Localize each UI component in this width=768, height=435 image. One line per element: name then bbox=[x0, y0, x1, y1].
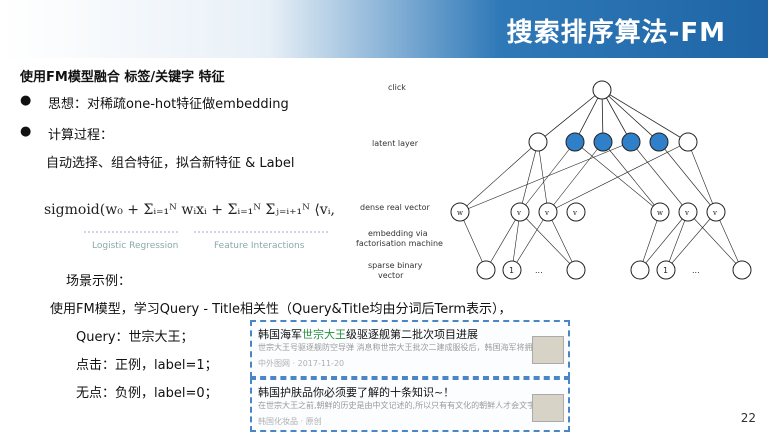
bullet-dot: ● bbox=[20, 124, 32, 139]
latent-node bbox=[565, 132, 585, 152]
label-embedding-2: factorisation machine bbox=[356, 239, 443, 248]
dense-label: v bbox=[572, 209, 577, 217]
latent-node bbox=[528, 132, 548, 152]
dense-label: v bbox=[516, 209, 521, 217]
page-number: 22 bbox=[740, 411, 756, 425]
fnn-diagram: click latent layer dense real vector emb… bbox=[356, 80, 752, 280]
example-click: 点击：正例，label=1； bbox=[76, 358, 218, 373]
dense-label: v bbox=[712, 209, 717, 217]
scenario-description: 使用FM模型，学习Query - Title相关性（Query&Title均由分… bbox=[50, 302, 512, 317]
label-sparse-2: vector bbox=[378, 271, 404, 280]
latent-node bbox=[678, 132, 698, 152]
scenario-label: 场景示例： bbox=[66, 274, 132, 289]
dense-label: v bbox=[544, 209, 549, 217]
dense-label: w bbox=[657, 209, 663, 217]
label-latent: latent layer bbox=[372, 139, 419, 148]
result-meta: 中外图网 · 2017-11-20 bbox=[258, 359, 345, 368]
bullet-dot: ● bbox=[20, 93, 32, 108]
result-title[interactable]: 韩国护肤品你必须要了解的十条知识~！ bbox=[258, 386, 455, 399]
sparse-nodes: 1 ... 1 ... bbox=[476, 260, 752, 280]
search-result-card[interactable]: 韩国护肤品你必须要了解的十条知识~！ 在世宗大王之前,朝鲜的历史是由中文记述的,… bbox=[250, 378, 570, 432]
latent-node bbox=[621, 132, 641, 152]
formula-expression: sigmoid(w₀ + Σᵢ₌₁ᴺ wᵢxᵢ + Σᵢ₌₁ᴺ Σⱼ₌ᵢ₊₁ᴺ … bbox=[44, 202, 334, 218]
result-snippet: 在世宗大王之前,朝鲜的历史是由中文记述的,所以只有有文化的朝鲜人才会文字... bbox=[258, 401, 543, 410]
bullet-text: 计算过程： bbox=[48, 128, 114, 143]
header-band bbox=[0, 0, 768, 58]
slide-title: 搜索排序算法-FM bbox=[506, 18, 726, 48]
example-query: Query：世宗大王； bbox=[76, 330, 194, 345]
dense-label: w bbox=[457, 209, 463, 217]
label-click: click bbox=[388, 83, 406, 92]
result-meta: 韩国化妆品 · 原创 bbox=[258, 417, 322, 426]
latent-node bbox=[649, 132, 669, 152]
result-thumbnail bbox=[532, 394, 564, 422]
latent-node bbox=[593, 132, 613, 152]
label-dense: dense real vector bbox=[360, 203, 430, 212]
section-heading: 使用FM模型融合 标签/关键字 特征 bbox=[20, 70, 225, 85]
bullet-text: 思想：对稀疏one-hot特征做embedding bbox=[48, 97, 289, 112]
ellipsis: ... bbox=[692, 266, 700, 275]
dense-label: v bbox=[684, 209, 689, 217]
fi-caption: Feature Interactions bbox=[214, 241, 305, 251]
edges-middle bbox=[459, 141, 717, 213]
auto-feature-text: 自动选择、组合特征，拟合新特征 & Label bbox=[46, 156, 295, 171]
label-embedding: embedding via bbox=[368, 229, 428, 238]
result-snippet: 世宗大王号驱逐舰防空导弹 消息称世宗大王批次二建成服役后，韩国海军将拥有2... bbox=[258, 343, 554, 352]
example-noclick: 无点：负例，label=0； bbox=[76, 386, 218, 401]
latent-nodes bbox=[528, 132, 698, 152]
edges-bottom bbox=[459, 211, 743, 271]
fm-formula: sigmoid(w₀ + Σᵢ₌₁ᴺ wᵢxᵢ + Σᵢ₌₁ᴺ Σⱼ₌ᵢ₊₁ᴺ … bbox=[44, 202, 334, 251]
result-thumbnail bbox=[532, 336, 564, 364]
search-result-card[interactable]: 韩国海军世宗大王级驱逐舰第二批次项目进展 世宗大王号驱逐舰防空导弹 消息称世宗大… bbox=[250, 320, 570, 378]
sparse-label: 1 bbox=[509, 266, 514, 275]
dense-nodes: w v v v w v v bbox=[450, 202, 726, 222]
edges-top bbox=[537, 89, 689, 143]
sparse-label: 1 bbox=[663, 266, 668, 275]
label-sparse: sparse binary bbox=[368, 261, 423, 270]
click-node bbox=[592, 80, 612, 100]
result-title[interactable]: 韩国海军世宗大王级驱逐舰第二批次项目进展 bbox=[258, 328, 478, 341]
lr-caption: Logistic Regression bbox=[92, 241, 178, 251]
ellipsis: ... bbox=[535, 266, 543, 275]
